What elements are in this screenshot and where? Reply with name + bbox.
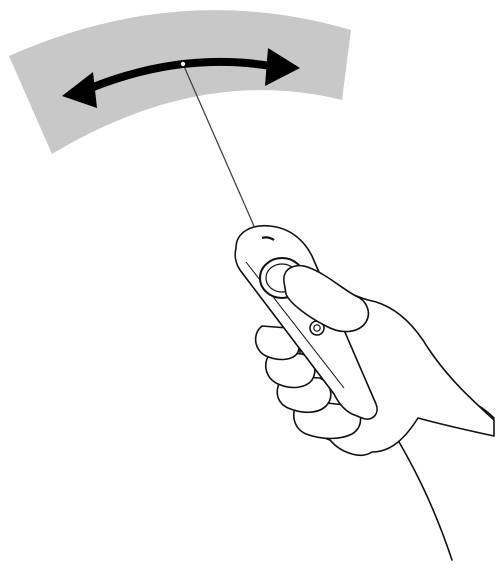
screen-band (9, 10, 351, 154)
